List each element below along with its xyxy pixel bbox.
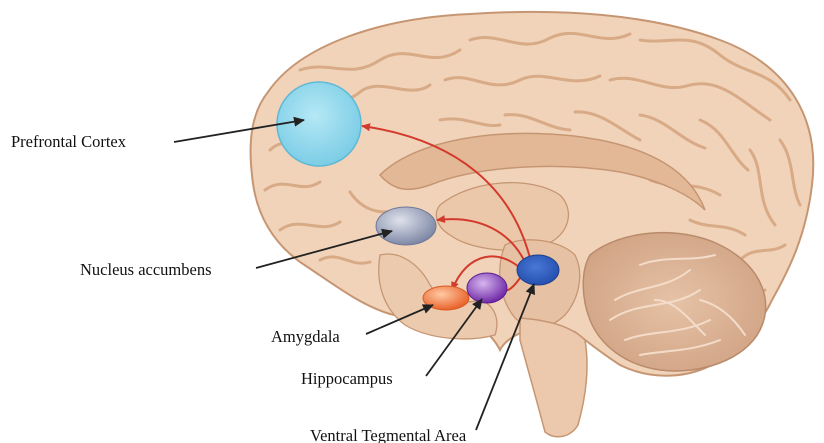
label-ventral-tegmental-area: Ventral Tegmental Area [310, 426, 467, 443]
label-amygdala: Amygdala [271, 327, 340, 346]
prefrontal-cortex-region[interactable] [277, 82, 361, 166]
label-prefrontal-cortex: Prefrontal Cortex [11, 132, 127, 151]
brainstem [520, 318, 587, 437]
nucleus-accumbens-region[interactable] [376, 207, 436, 245]
label-hippocampus: Hippocampus [301, 369, 393, 388]
ventral-tegmental-area-region[interactable] [517, 255, 559, 285]
label-nucleus-accumbens: Nucleus accumbens [80, 260, 212, 279]
hippocampus-region[interactable] [467, 273, 507, 303]
